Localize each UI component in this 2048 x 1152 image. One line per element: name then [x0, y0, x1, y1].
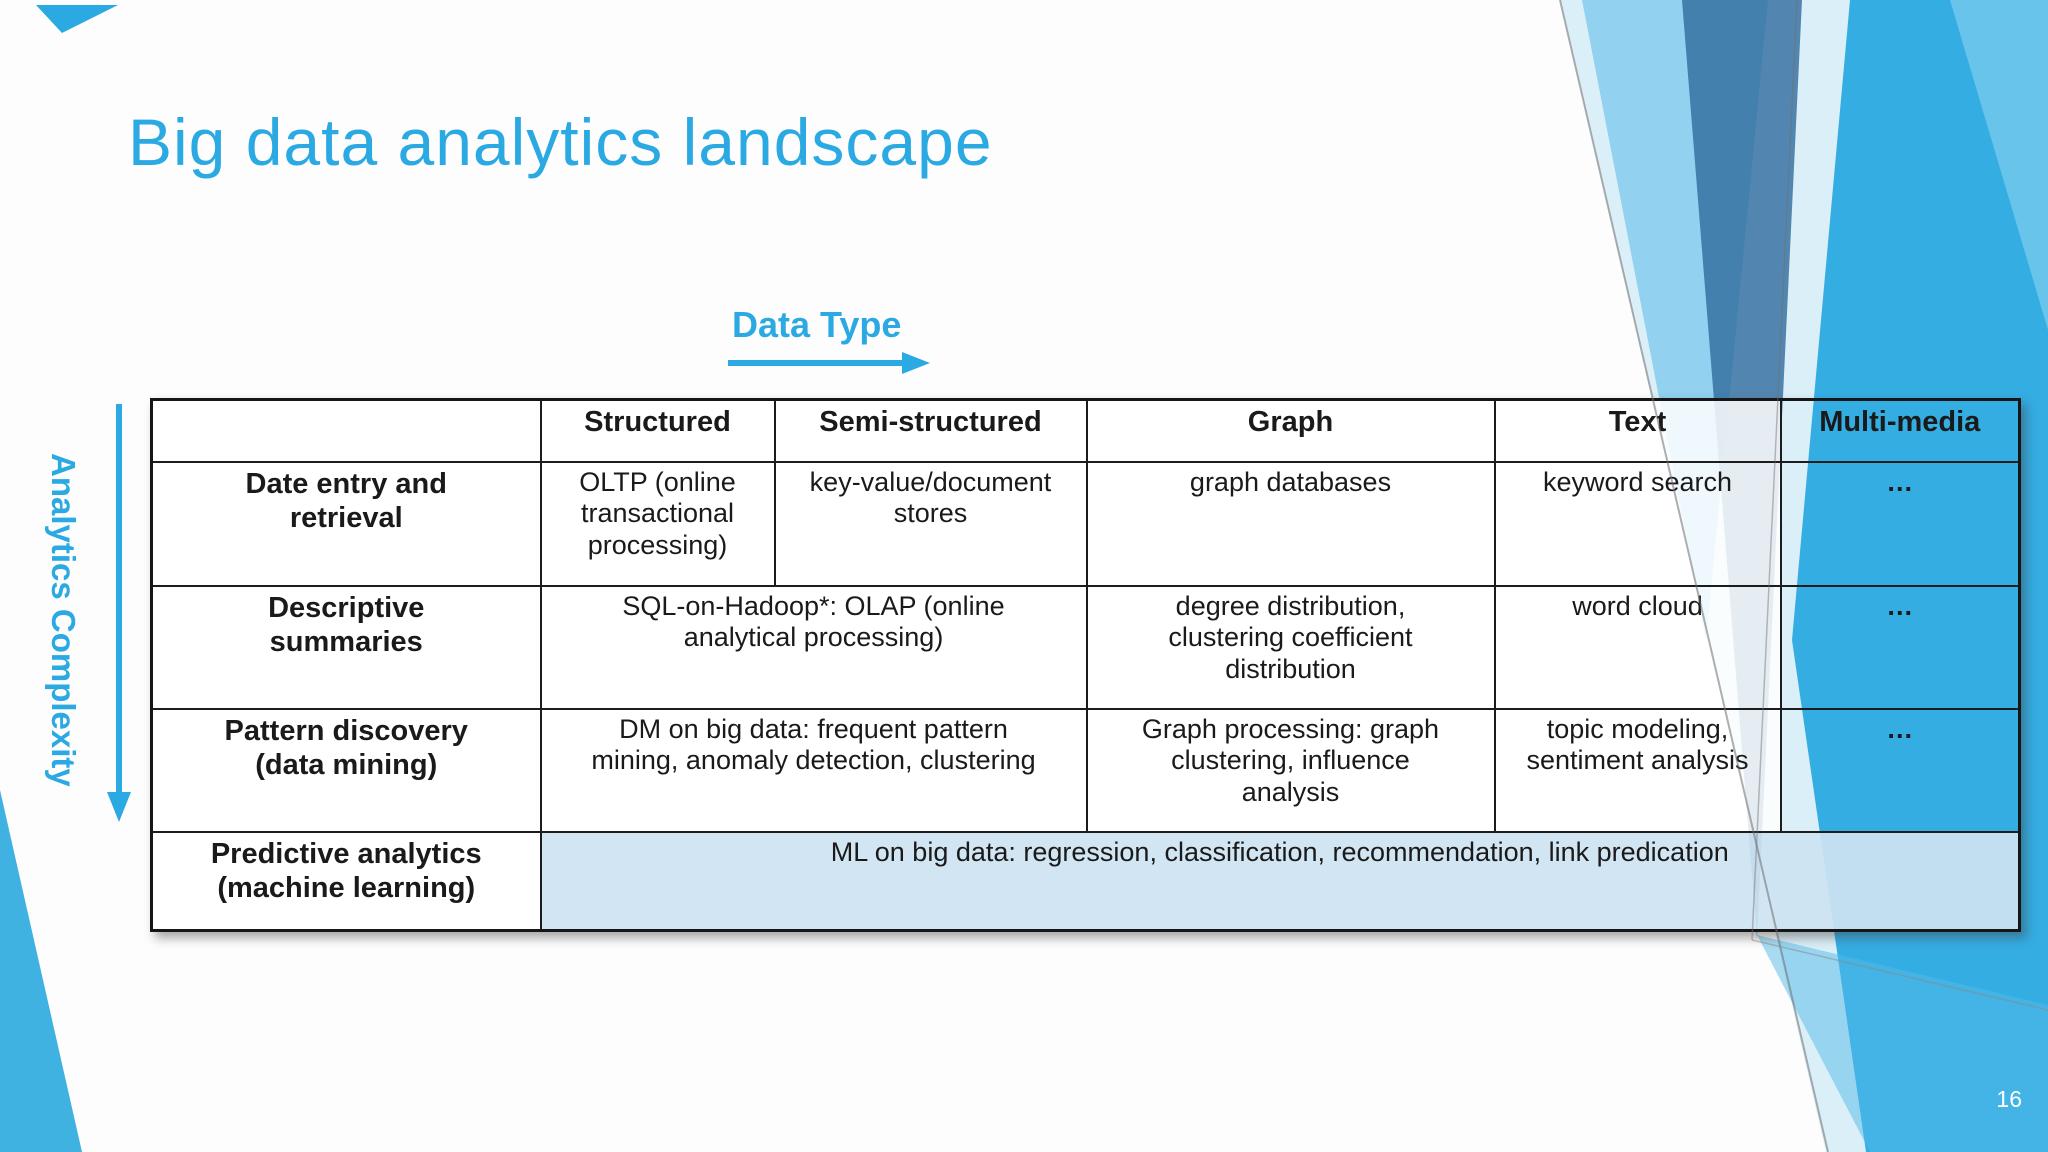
cell-sql-on-hadoop: SQL-on-Hadoop*: OLAP (online analytical … — [539, 584, 1088, 710]
down-arrow-icon — [107, 404, 131, 822]
header-cell-structured: Structured — [539, 398, 776, 463]
cell-multimedia-ellipsis-1: … — [1779, 460, 2021, 587]
row-label-predictive: Predictive analytics (machine learning) — [150, 830, 542, 932]
bottom-left-wedge-shape — [0, 790, 82, 1152]
page-number: 16 — [1996, 1086, 2022, 1112]
cell-topic-modeling: topic modeling, sentiment analysis — [1493, 707, 1782, 833]
cell-dm-on-big-data: DM on big data: frequent pattern mining,… — [539, 707, 1088, 833]
analytics-table: Structured Semi-structured Graph Text Mu… — [150, 398, 2021, 932]
table-row-descriptive: Descriptive summaries SQL-on-Hadoop*: OL… — [150, 584, 2021, 710]
table-row-pattern-discovery: Pattern discovery (data mining) DM on bi… — [150, 707, 2021, 833]
cell-key-value-stores: key-value/document stores — [773, 460, 1088, 587]
top-left-accent-shape — [36, 5, 118, 33]
right-arrow-icon — [728, 352, 930, 374]
data-type-label: Data Type — [732, 304, 902, 345]
header-row: Structured Semi-structured Graph Text Mu… — [150, 398, 2021, 463]
header-cell-graph: Graph — [1085, 398, 1496, 463]
row-label-pattern-discovery: Pattern discovery (data mining) — [150, 707, 542, 833]
cell-word-cloud: word cloud — [1493, 584, 1782, 710]
header-cell-semi-structured: Semi-structured — [773, 398, 1088, 463]
cell-graph-processing: Graph processing: graph clustering, infl… — [1085, 707, 1496, 833]
cell-multimedia-ellipsis-2: … — [1779, 584, 2021, 710]
analytics-complexity-label: Analytics Complexity — [45, 453, 82, 787]
cell-graph-databases: graph databases — [1085, 460, 1496, 587]
cell-ml-on-big-data: ML on big data: regression, classificati… — [539, 830, 2021, 932]
cell-oltp: OLTP (online transactional processing) — [539, 460, 776, 587]
cell-degree-distribution: degree distribution, clustering coeffici… — [1085, 584, 1496, 710]
page-title: Big data analytics landscape — [128, 105, 993, 179]
table-row-predictive: Predictive analytics (machine learning) … — [150, 830, 2021, 932]
header-cell-multi-media: Multi-media — [1779, 398, 2021, 463]
cell-keyword-search: keyword search — [1493, 460, 1782, 587]
row-label-data-entry: Date entry and retrieval — [150, 460, 542, 587]
light-cyan-corner-shape — [1950, 0, 2048, 330]
row-label-descriptive: Descriptive summaries — [150, 584, 542, 710]
header-cell-corner — [150, 398, 542, 463]
cell-multimedia-ellipsis-3: … — [1779, 707, 2021, 833]
table-row-data-entry: Date entry and retrieval OLTP (online tr… — [150, 460, 2021, 587]
header-cell-text: Text — [1493, 398, 1782, 463]
